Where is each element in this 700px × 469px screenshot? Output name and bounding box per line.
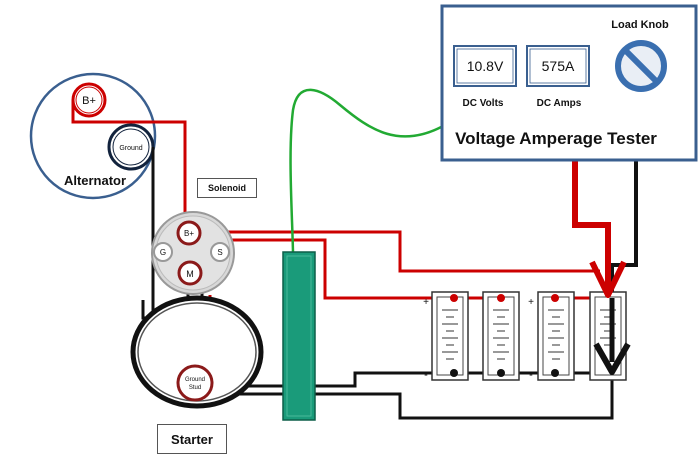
tester-red-lead [572, 160, 611, 292]
solenoid-label-box: Solenoid [197, 178, 257, 198]
solenoid-label: Solenoid [208, 183, 246, 193]
alternator-label: Alternator [64, 173, 126, 188]
solenoid-b-plus-terminal [176, 220, 202, 246]
positive-wire-solenoid-tester [196, 230, 600, 273]
battery-3-plus-sign: + [528, 297, 534, 308]
amps-label: DC Amps [537, 98, 582, 109]
current-probe-highlight [286, 255, 312, 417]
battery-3 [537, 291, 575, 381]
volts-display [453, 45, 517, 87]
current-probe [282, 251, 316, 421]
alternator-b-plus-label: B+ [82, 95, 96, 107]
battery-1-plus-sign: + [423, 297, 429, 308]
sense-wire [289, 88, 446, 253]
solenoid-s-label: S [217, 248, 222, 257]
alternator-ground-ring [112, 128, 150, 166]
solenoid-m-label: M [186, 269, 194, 279]
battery-2 [482, 291, 520, 381]
amps-value: 575A [542, 58, 575, 74]
battery-3-minus-sign: - [529, 369, 533, 381]
volts-display-bezel [456, 48, 514, 84]
load-knob-label: Load Knob [611, 19, 669, 31]
solenoid-s-terminal [210, 242, 230, 262]
amps-display [526, 45, 590, 87]
tester-black-clamp [593, 342, 631, 375]
amps-display-bezel [529, 48, 587, 84]
ground-stud-label-1: Ground [185, 377, 205, 383]
ground-stud-label-2: Stud [189, 385, 201, 391]
ground-stud-terminal [176, 364, 214, 402]
volts-label: DC Volts [463, 98, 504, 109]
solenoid-g-terminal [153, 242, 173, 262]
starter-label: Starter [171, 431, 213, 447]
positive-wire-alternator-solenoid [71, 100, 187, 232]
ground-wire-stud-tester [205, 373, 614, 420]
battery-1 [431, 291, 469, 381]
load-knob-icon[interactable] [615, 40, 667, 92]
volts-value: 10.8V [467, 58, 504, 74]
starter-label-box: Starter [157, 424, 227, 454]
tester-title: Voltage Amperage Tester [455, 129, 657, 148]
solenoid-g-label: G [160, 248, 166, 257]
tester-red-clamp [589, 260, 627, 298]
positive-wire-solenoid-battery [205, 238, 454, 300]
battery-1-minus-sign: - [424, 369, 428, 381]
alternator-ground-label: Ground [119, 145, 142, 152]
solenoid-b-plus-label: B+ [184, 229, 194, 238]
alternator-b-plus-ring [75, 86, 103, 114]
solenoid-m-terminal [177, 260, 203, 286]
starter-body [130, 295, 264, 409]
